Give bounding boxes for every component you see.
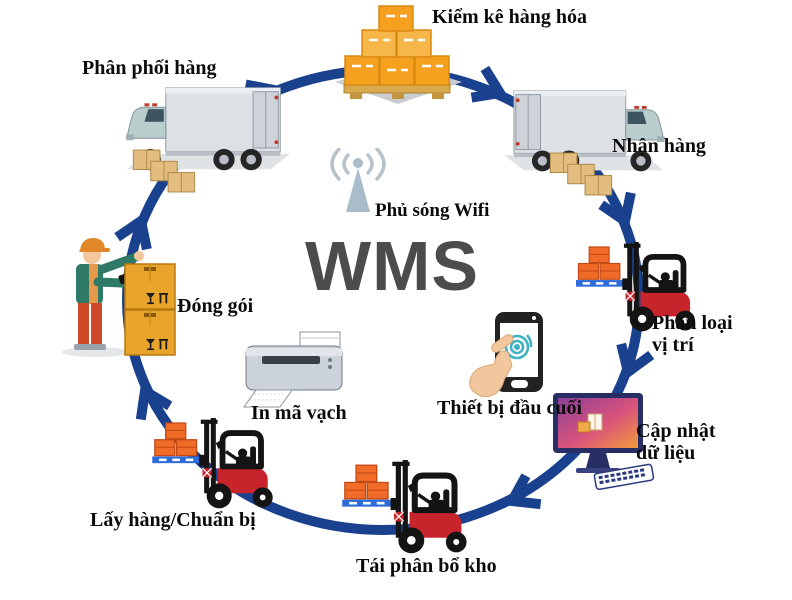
dong-goi-label: Đóng gói — [177, 295, 254, 317]
wms-title: WMS — [305, 227, 480, 305]
warehouse-worker-icon — [62, 238, 144, 357]
barcode-printer-icon — [243, 331, 343, 408]
pallet-boxes-icon — [335, 5, 462, 104]
wifi-caption: Phủ sóng Wifi — [375, 200, 490, 221]
computer-monitor-icon — [553, 393, 655, 491]
thiet-bi-label: Thiết bị đầu cuối — [437, 397, 583, 419]
in-ma-vach-label: In mã vạch — [251, 402, 347, 424]
cap-nhat-label: Cập nhật dữ liệu — [636, 420, 716, 464]
cargo-boxes-icon — [549, 152, 613, 196]
handheld-terminal-icon — [469, 312, 543, 397]
tai-phan-bo-label: Tái phân bổ kho — [356, 555, 497, 577]
forklift-icon — [152, 418, 278, 510]
nhan-hang-label: Nhận hàng — [612, 135, 706, 157]
phan-loai-label: Phân loại vị trí — [652, 312, 733, 356]
phan-phoi-label: Phân phối hàng — [82, 57, 217, 79]
wifi-antenna-icon — [330, 148, 386, 212]
forklift-icon — [342, 460, 472, 555]
cargo-boxes-icon — [132, 149, 196, 193]
packing-boxes-icon — [124, 263, 176, 356]
kiem-ke-label: Kiểm kê hàng hóa — [432, 6, 588, 28]
lay-hang-label: Lấy hàng/Chuẩn bị — [90, 509, 256, 531]
